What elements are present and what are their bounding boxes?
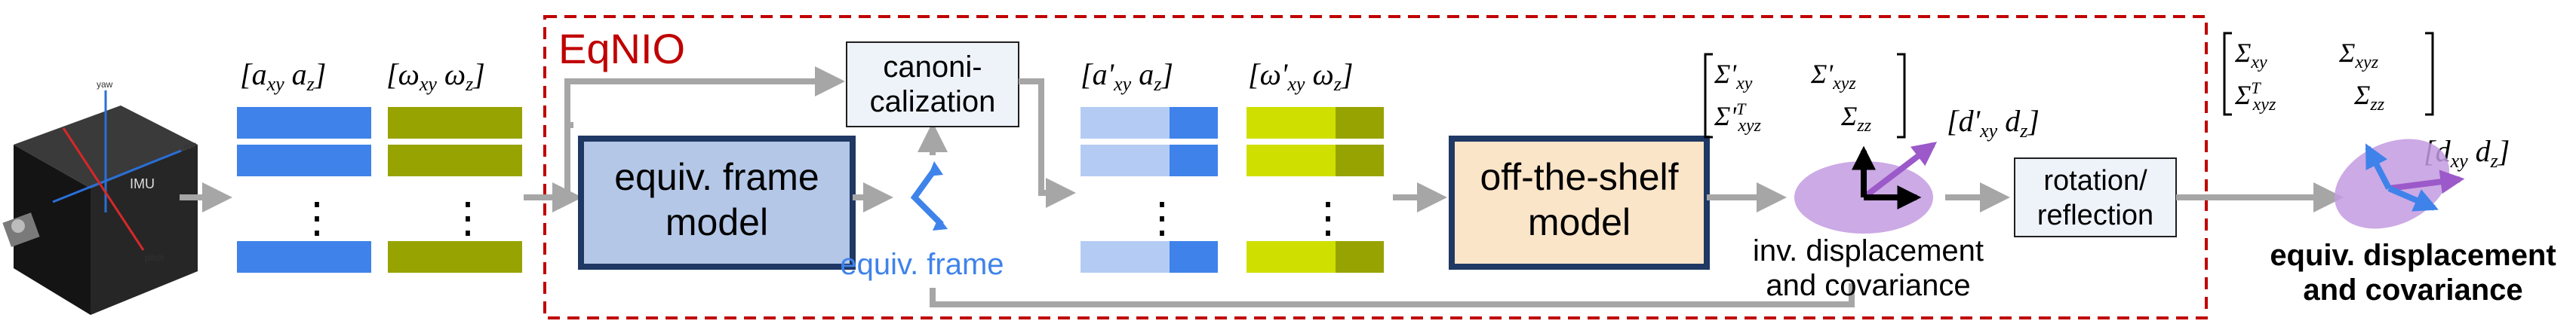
- accel-input-label: [axy az]: [240, 57, 326, 95]
- canonical-gyro-bar-1b: [1336, 107, 1384, 139]
- rotation-line1: rotation/: [2043, 165, 2147, 197]
- gyro-bar-n: [388, 241, 522, 273]
- canonical-accel-dots: ⋮: [1141, 194, 1183, 241]
- gyro-input-label: [ωxy ωz]: [386, 57, 485, 95]
- equiv-frame-model-line2: model: [666, 201, 768, 243]
- equiv-frame-icon: [910, 161, 948, 231]
- canonical-gyro-label: [ω'xy ωz]: [1248, 57, 1353, 95]
- equiv-frame-model-box: [578, 136, 856, 270]
- accel-bar-1: [237, 107, 371, 139]
- equiv-caption-line2: and covariance: [2303, 273, 2522, 307]
- svg-text:Σ'xy: Σ'xy: [1714, 59, 1753, 93]
- equiv-caption-line1: equiv. displacement: [2270, 239, 2556, 272]
- arrow-canon-to-inputs: [1019, 78, 1076, 208]
- canonical-gyro-bar-nb: [1336, 241, 1384, 273]
- canonical-accel-bar-2a: [1081, 145, 1170, 176]
- accel-bar-n: [237, 241, 371, 273]
- canonical-accel-bar-nb: [1170, 241, 1218, 273]
- rotation-line2: reflection: [2037, 200, 2153, 231]
- arrow-inputs-top: [564, 122, 573, 197]
- canonicalization-line2: calization: [870, 85, 996, 118]
- inv-caption-line2: and covariance: [1766, 269, 1970, 302]
- imu-axis-pitch: pitch: [145, 252, 164, 263]
- gyro-bar-2: [388, 145, 522, 176]
- canonical-accel-bar-na: [1081, 241, 1170, 273]
- shelf-model-box: [1449, 136, 1710, 270]
- inv-caption-line1: inv. displacement: [1753, 234, 1984, 267]
- canonicalization-box: [846, 41, 1019, 127]
- canonical-gyro-bar-1a: [1247, 107, 1336, 139]
- svg-text:Σzz: Σzz: [1840, 101, 1872, 136]
- canonical-gyro-bar-2b: [1336, 145, 1384, 176]
- svg-text:Σxyz: Σxyz: [2338, 38, 2379, 72]
- equiv-frame-axis-2: [2387, 185, 2439, 212]
- canonical-gyro-bar-na: [1247, 241, 1336, 273]
- inv-displacement-label: [d'xy dz]: [1947, 104, 2040, 142]
- rotation-reflection-box: [2014, 157, 2177, 237]
- shelf-model-line1: off-the-shelf: [1480, 156, 1678, 198]
- svg-text:Σ'xyz: Σ'xyz: [1810, 59, 1856, 93]
- equiv-frame-axis-1: [2365, 143, 2392, 190]
- canonical-gyro-dots: ⋮: [1307, 194, 1349, 241]
- gyro-dots: ⋮: [447, 194, 489, 241]
- svg-text:Σzz: Σzz: [2353, 80, 2385, 115]
- equiv-displacement-vector: [2388, 170, 2465, 194]
- equiv-frame-label: equiv. frame: [840, 248, 1004, 281]
- eqnio-frame: [543, 15, 2208, 319]
- imu-axis-roll: roll: [184, 141, 196, 151]
- arrow-frame-to-rotation: [930, 283, 1855, 307]
- canonical-gyro-bar-2a: [1247, 145, 1336, 176]
- canonicalization-line1: canoni-: [883, 50, 982, 84]
- eqnio-frame-label: EqNIO: [558, 25, 685, 72]
- accel-bar-2: [237, 145, 371, 176]
- gyro-bar-1: [388, 107, 522, 139]
- accel-dots: ⋮: [296, 194, 338, 241]
- svg-text:Σxy: Σxy: [2234, 38, 2267, 72]
- canonical-accel-bar-1b: [1170, 107, 1218, 139]
- equiv-frame-model-line1: equiv. frame: [614, 156, 819, 198]
- canonical-accel-label: [a'xy az]: [1081, 57, 1173, 95]
- canonical-accel-bar-1a: [1081, 107, 1170, 139]
- imu-device-icon: IMU yaw roll pitch: [2, 79, 198, 315]
- canonical-accel-bar-2b: [1170, 145, 1218, 176]
- inv-displacement-vector: [1861, 142, 1938, 200]
- shelf-model-line2: model: [1528, 201, 1631, 243]
- imu-axis-yaw: yaw: [97, 79, 113, 90]
- imu-label: IMU: [130, 176, 155, 191]
